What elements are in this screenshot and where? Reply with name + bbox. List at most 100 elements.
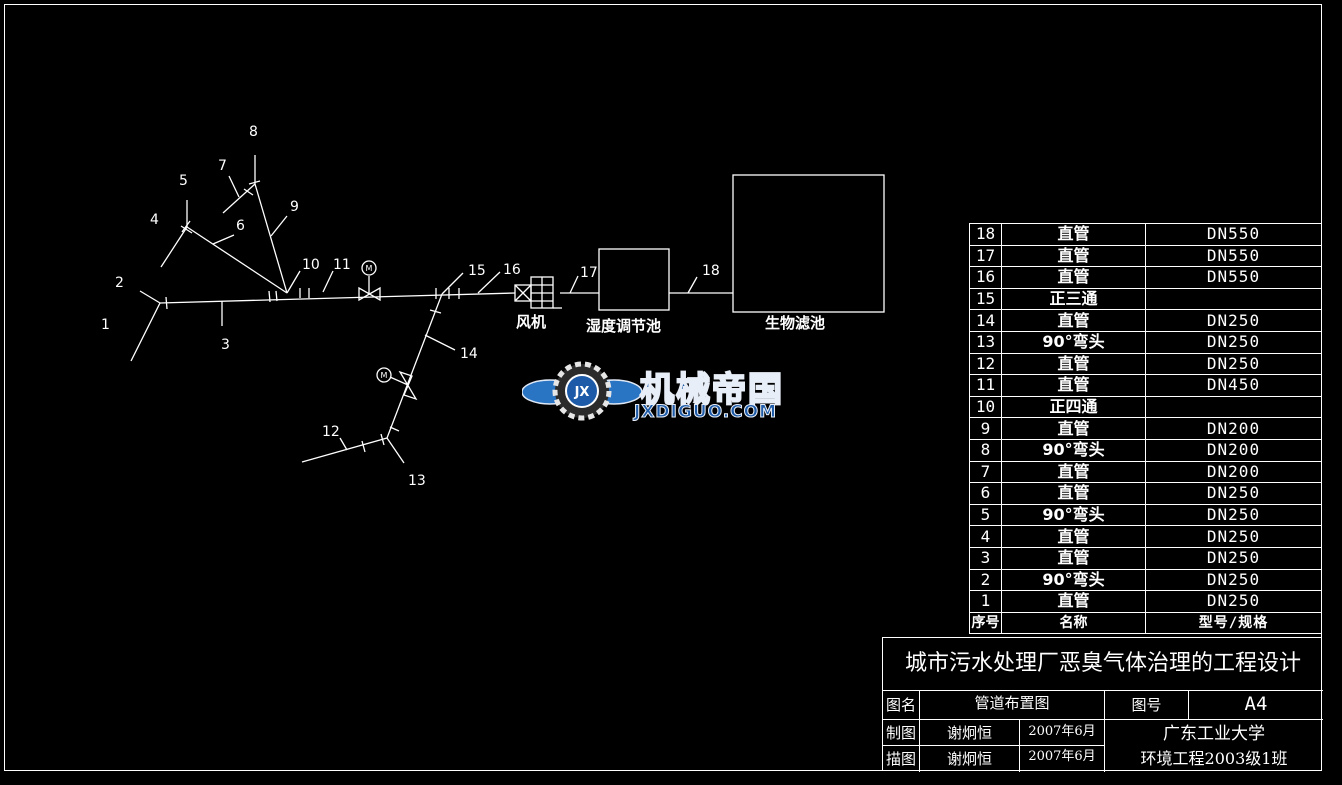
row-no: 11 [969, 374, 1002, 397]
label-16: 16 [503, 262, 521, 278]
row-no: 7 [969, 460, 1002, 484]
row-spec: DN250 [1145, 309, 1322, 332]
row-name: 90°弯头 [1001, 330, 1146, 354]
row-name: 直管 [1001, 374, 1146, 397]
row-no: 6 [969, 482, 1002, 505]
row-spec: DN250 [1145, 546, 1322, 570]
label-4: 4 [150, 212, 159, 228]
row-name: 直管 [1001, 352, 1146, 376]
leader-9 [270, 215, 288, 237]
row-name: 直管 [1001, 482, 1146, 505]
row-spec [1145, 287, 1322, 311]
row-spec: DN250 [1145, 330, 1322, 354]
leader-6 [212, 234, 235, 245]
row-name: 直管 [1001, 266, 1146, 289]
humidity-tank-label: 湿度调节池 [586, 317, 662, 335]
pipe-1 [130, 302, 161, 362]
leader-17 [569, 275, 579, 294]
row-spec: DN250 [1145, 503, 1322, 527]
drawing-no-label: 图号 [1131, 696, 1162, 714]
row-name: 直管 [1001, 590, 1146, 613]
row-name: 90°弯头 [1001, 438, 1146, 462]
title-block: 城市污水处理厂恶臭气体治理的工程设计 图名 管道布置图 图号 A4 制图 谢炯恒… [882, 637, 1323, 772]
label-2: 2 [115, 275, 124, 291]
row-no: 13 [969, 330, 1002, 354]
row-name: 90°弯头 [1001, 568, 1146, 592]
leader-11 [322, 270, 334, 293]
row-no: 12 [969, 352, 1002, 376]
row-spec: DN250 [1145, 482, 1322, 505]
bend-2-leader [139, 290, 161, 304]
row-no: 5 [969, 503, 1002, 527]
label-15: 15 [468, 263, 486, 279]
row-spec: DN250 [1145, 352, 1322, 376]
leader-15 [441, 272, 464, 295]
row-name: 直管 [1001, 417, 1146, 440]
row-spec: DN200 [1145, 460, 1322, 484]
pipe-9 [254, 183, 288, 294]
row-name: 直管 [1001, 244, 1146, 268]
row-spec: DN200 [1145, 417, 1322, 440]
row-no: 10 [969, 395, 1002, 419]
leader-10 [286, 270, 301, 294]
biofilter [732, 174, 885, 313]
drawing-name: 管道布置图 [974, 694, 1050, 712]
header-spec: 型号/规格 [1145, 611, 1322, 635]
header-no: 序号 [969, 611, 1002, 635]
row-no: 2 [969, 568, 1002, 592]
label-5: 5 [179, 173, 188, 189]
label-17: 17 [580, 265, 598, 281]
row-no: 17 [969, 244, 1002, 268]
label-13: 13 [408, 473, 426, 489]
svg-text:JX: JX [574, 385, 590, 400]
drawing-name-label: 图名 [885, 696, 916, 714]
label-3: 3 [221, 337, 230, 353]
pipe-12 [301, 437, 388, 463]
pipe-4 [160, 226, 188, 268]
traced-label: 描图 [885, 750, 916, 768]
leader-7 [228, 175, 240, 198]
humidity-tank [598, 248, 670, 311]
motor-label-main: M [366, 264, 373, 273]
drawn-by: 谢炯恒 [946, 724, 992, 742]
label-8: 8 [249, 124, 258, 140]
motor-symbol-main [361, 260, 377, 276]
valve-main [358, 286, 381, 302]
row-spec: DN250 [1145, 525, 1322, 548]
pipe-7 [222, 183, 256, 214]
row-no: 4 [969, 525, 1002, 548]
class-name: 环境工程2003级1班 [1140, 749, 1288, 768]
leader-12 [339, 437, 348, 451]
row-name: 直管 [1001, 546, 1146, 570]
pipe-6 [186, 226, 288, 294]
row-spec: DN550 [1145, 223, 1322, 246]
valve-branch [398, 370, 418, 401]
leader-14 [424, 334, 456, 351]
label-10: 10 [302, 257, 320, 273]
header-name: 名称 [1001, 611, 1146, 635]
label-14: 14 [460, 346, 478, 362]
drawing-frame [4, 4, 1322, 771]
main-pipe [159, 292, 516, 304]
motor-label-branch: M [381, 371, 388, 380]
row-name: 正三通 [1001, 287, 1146, 311]
table-header-row: 序号名称型号/规格 [969, 611, 1322, 635]
row-no: 16 [969, 266, 1002, 289]
watermark-logo: JX 机械帝国 JXDIGUO.COM [522, 358, 822, 428]
row-no: 3 [969, 546, 1002, 570]
row-spec [1145, 395, 1322, 419]
row-spec: DN550 [1145, 244, 1322, 268]
